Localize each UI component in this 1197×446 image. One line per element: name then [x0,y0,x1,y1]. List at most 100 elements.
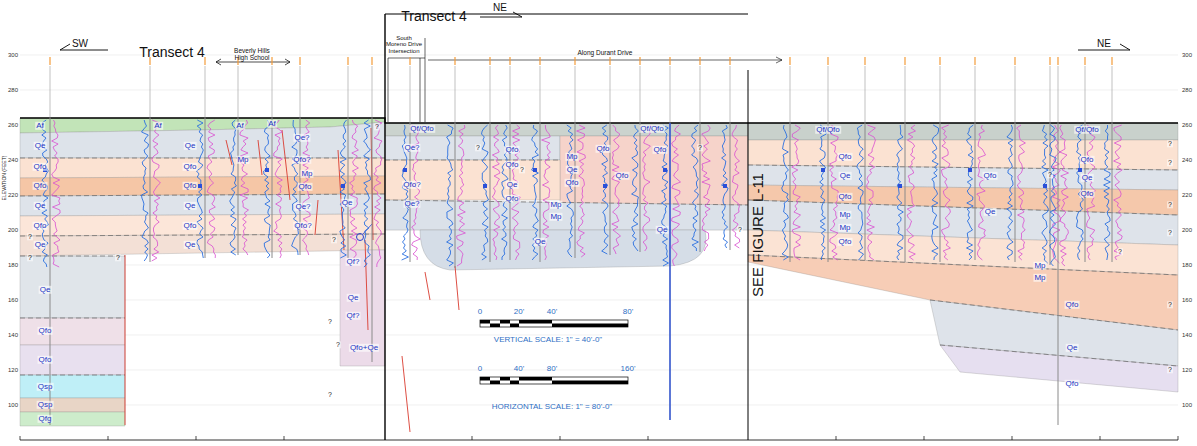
groundwater-marker [265,168,269,172]
art-polyline [748,255,1178,275]
street-label: South Moreno Drive Intersection [386,35,422,54]
uncertain-mark: ? [697,144,703,151]
scale-label: 40' [547,308,557,316]
cpt-trace [567,125,574,257]
art-polygon [20,176,385,196]
cpt-trace [1007,125,1013,260]
boring-marker [272,66,273,118]
groundwater-marker [968,168,972,172]
cpt-trace [782,125,789,260]
uncertain-mark: ? [1167,140,1173,147]
boring-tick [299,57,300,65]
unit-label: Qf? [346,258,361,266]
boring-marker [1015,66,1016,123]
boring-line [905,123,906,262]
uncertain-mark: ? [115,254,121,261]
axis-number: 140 [1182,332,1192,338]
boring-tick [509,57,510,65]
unit-label: Qfo [505,146,520,154]
boring-tick [669,57,670,65]
unit-label: Qfo [38,356,53,364]
unit-label: Qe [839,172,852,180]
art-polyline [20,158,385,159]
scale-bars [480,320,628,384]
uncertain-mark: ? [1167,301,1173,308]
groundwater-marker [1043,184,1047,188]
art-rect [480,377,628,384]
cpt-trace [702,125,711,251]
groundwater-marker [898,184,902,188]
art-polyline [748,200,1178,215]
axis-number: 280 [1182,87,1192,93]
boring-tick [609,57,610,65]
axis-number: 220 [1182,192,1192,198]
unit-label: Qfo [183,222,198,230]
unit-label: Qf/Qfo [1074,126,1100,134]
boring-tick [1014,57,1015,65]
unit-label: Qfo? [402,181,421,189]
uncertain-mark: ? [737,226,743,233]
art-polyline [20,256,125,257]
art-polygon [385,136,560,160]
boring-line [940,123,941,262]
groundwater-marker [533,168,537,172]
axis-number: 160 [8,297,18,303]
uncertain-mark: ? [374,123,380,130]
cpt-trace [52,120,60,267]
contact-lines [20,158,1178,375]
art-polyline [20,318,125,319]
boring-marker [1058,66,1059,123]
boring-line [975,123,976,260]
uncertain-mark: ? [27,254,33,261]
geologic-units [20,118,1178,426]
boring-tick [699,57,700,65]
groundwater-marker [1078,168,1082,172]
boring-line [272,118,273,258]
boring-line [1015,123,1016,262]
axis-number: 180 [8,262,18,268]
cpt-trace [492,125,500,260]
unit-label: Mp [838,211,851,219]
cpt-trace [1114,125,1123,260]
axis-number: 140 [8,332,18,338]
unit-label: Mp [549,201,562,209]
direction-label: NE [493,3,507,14]
axis-number: 180 [1182,262,1192,268]
boring-tick [49,57,50,65]
street-label: Along Durant Drive [578,50,633,57]
unit-label: Mp [1033,262,1046,270]
unit-label: Qe? [293,134,310,142]
cpt-trace [1017,125,1026,260]
boring-tick [347,57,348,65]
art-polyline [748,165,1178,170]
art-rect [510,381,519,385]
unit-label: Mp [565,153,578,161]
axis-number: 120 [8,367,18,373]
art-rect [519,377,552,381]
art-rect [519,320,552,324]
boring-marker [610,66,611,123]
boring-marker [1112,66,1113,123]
boring-line [150,118,151,262]
cpt-trace [1060,125,1069,266]
scale-label: 160' [621,365,636,373]
cpt-trace [672,125,681,266]
unit-label: Qsp [37,383,54,391]
art-polyline [940,345,1178,366]
art-line [20,90,1178,91]
axis-number: 200 [8,227,18,233]
unit-label: Qfo [653,146,668,154]
art-polygon [940,345,1178,392]
boring-marker [410,66,411,123]
axis-number: 160 [1182,297,1192,303]
boring-tick [574,57,575,65]
art-polygon [20,158,385,178]
cpt-trace [722,125,729,248]
boring-marker [300,66,301,118]
unit-label: Mp [300,170,313,178]
street-label: Beverly Hills High School [229,48,275,62]
unit-label: Qfo [565,179,580,187]
boring-tick [827,57,828,65]
art-path [365,240,368,330]
